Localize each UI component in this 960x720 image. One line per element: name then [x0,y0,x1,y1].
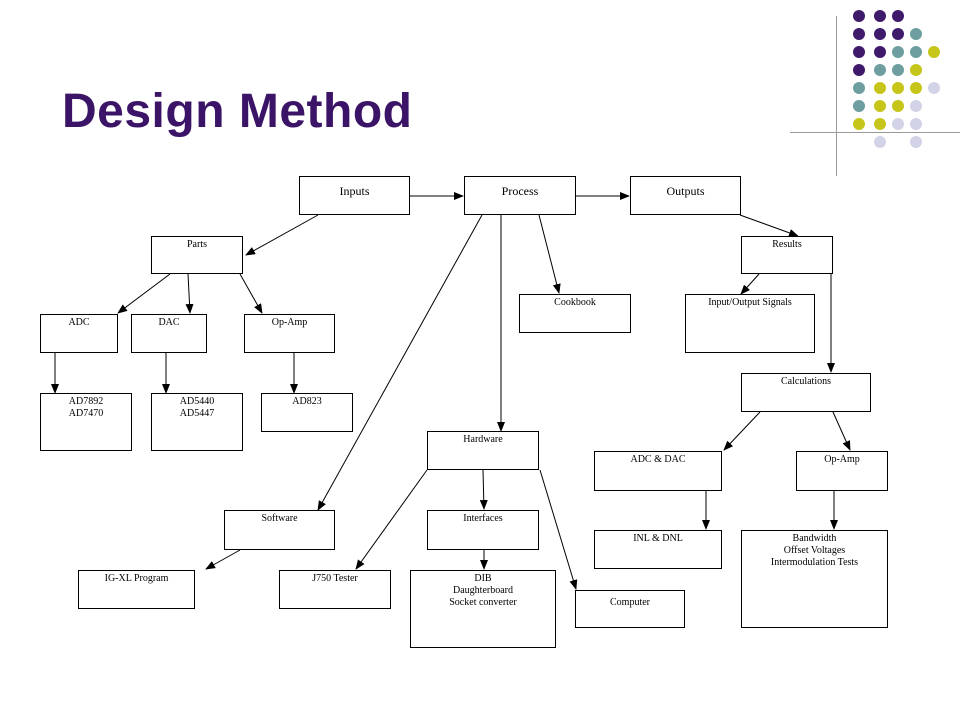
arrow-hardware-interfaces [479,469,488,510]
arrow-results-io [740,273,760,295]
decorative-dot [874,10,886,22]
decorative-dot [853,46,865,58]
decorative-dot [892,10,904,22]
decorative-dot [928,82,940,94]
opamp-box: Op-Amp [244,314,335,353]
arrow-process-cookbook [538,214,561,294]
decorative-dot [853,64,865,76]
interfaces-box: Interfaces [427,510,539,550]
results-box: Results [741,236,833,274]
cookbook-box: Cookbook [519,294,631,333]
decorative-dot [853,82,865,94]
decorative-dot [910,136,922,148]
decorative-dot [874,28,886,40]
arrow-inputs-parts [245,214,319,256]
j750-tester-box: J750 Tester [279,570,391,609]
slide-title: Design Method [62,85,413,138]
bandwidth-box: Bandwidth Offset Voltages Intermodulatio… [741,530,888,628]
decorative-dot [874,46,886,58]
decorative-vertical-line [836,16,837,176]
inl-dnl-box: INL & DNL [594,530,722,569]
decorative-dot [892,100,904,112]
parts-box: Parts [151,236,243,274]
igxl-program-box: IG-XL Program [78,570,195,609]
arrow-calculations-adcdac [723,411,761,451]
arrow-process-software [317,214,483,511]
arrow-calculations-opamp2 [832,411,851,451]
hardware-box: Hardware [427,431,539,470]
dib-box: DIB Daughterboard Socket converter [410,570,556,648]
process-box: Process [464,176,576,215]
outputs-box: Outputs [630,176,741,215]
decorative-dot [910,118,922,130]
arrow-parts-adc [117,273,171,314]
dac-box: DAC [131,314,207,353]
decorative-dot [892,82,904,94]
arrow-parts-dac [185,273,194,314]
ad823-box: AD823 [261,393,353,432]
inputs-box: Inputs [299,176,410,215]
calculations-box: Calculations [741,373,871,412]
adc-dac-box: ADC & DAC [594,451,722,491]
decorative-dot [892,28,904,40]
opamp-results-box: Op-Amp [796,451,888,491]
decorative-dot [910,100,922,112]
decorative-dot [874,136,886,148]
decorative-dot [853,118,865,130]
decorative-dot [910,64,922,76]
decorative-dot [910,28,922,40]
computer-box: Computer [575,590,685,628]
decorative-dot [874,100,886,112]
decorative-dot [874,118,886,130]
ad5440-box: AD5440 AD5447 [151,393,243,451]
decorative-dot [892,46,904,58]
arrow-parts-opamp [239,273,263,314]
arrow-software-igxl [205,549,241,570]
adc-box: ADC [40,314,118,353]
ad7892-box: AD7892 AD7470 [40,393,132,451]
arrow-hardware-computer [539,469,578,590]
software-box: Software [224,510,335,550]
decorative-dot [910,46,922,58]
decorative-dot [928,46,940,58]
decorative-dot [892,118,904,130]
decorative-dot [853,100,865,112]
decorative-horizontal-line [790,132,960,133]
decorative-dot [874,64,886,76]
decorative-dot [910,82,922,94]
decorative-dot [874,82,886,94]
decorative-dot [892,64,904,76]
arrow-outputs-results [739,214,799,237]
decorative-dot [853,10,865,22]
arrow-hardware-j750 [355,469,428,570]
input-output-signals-box: Input/Output Signals [685,294,815,353]
decorative-dot [853,28,865,40]
